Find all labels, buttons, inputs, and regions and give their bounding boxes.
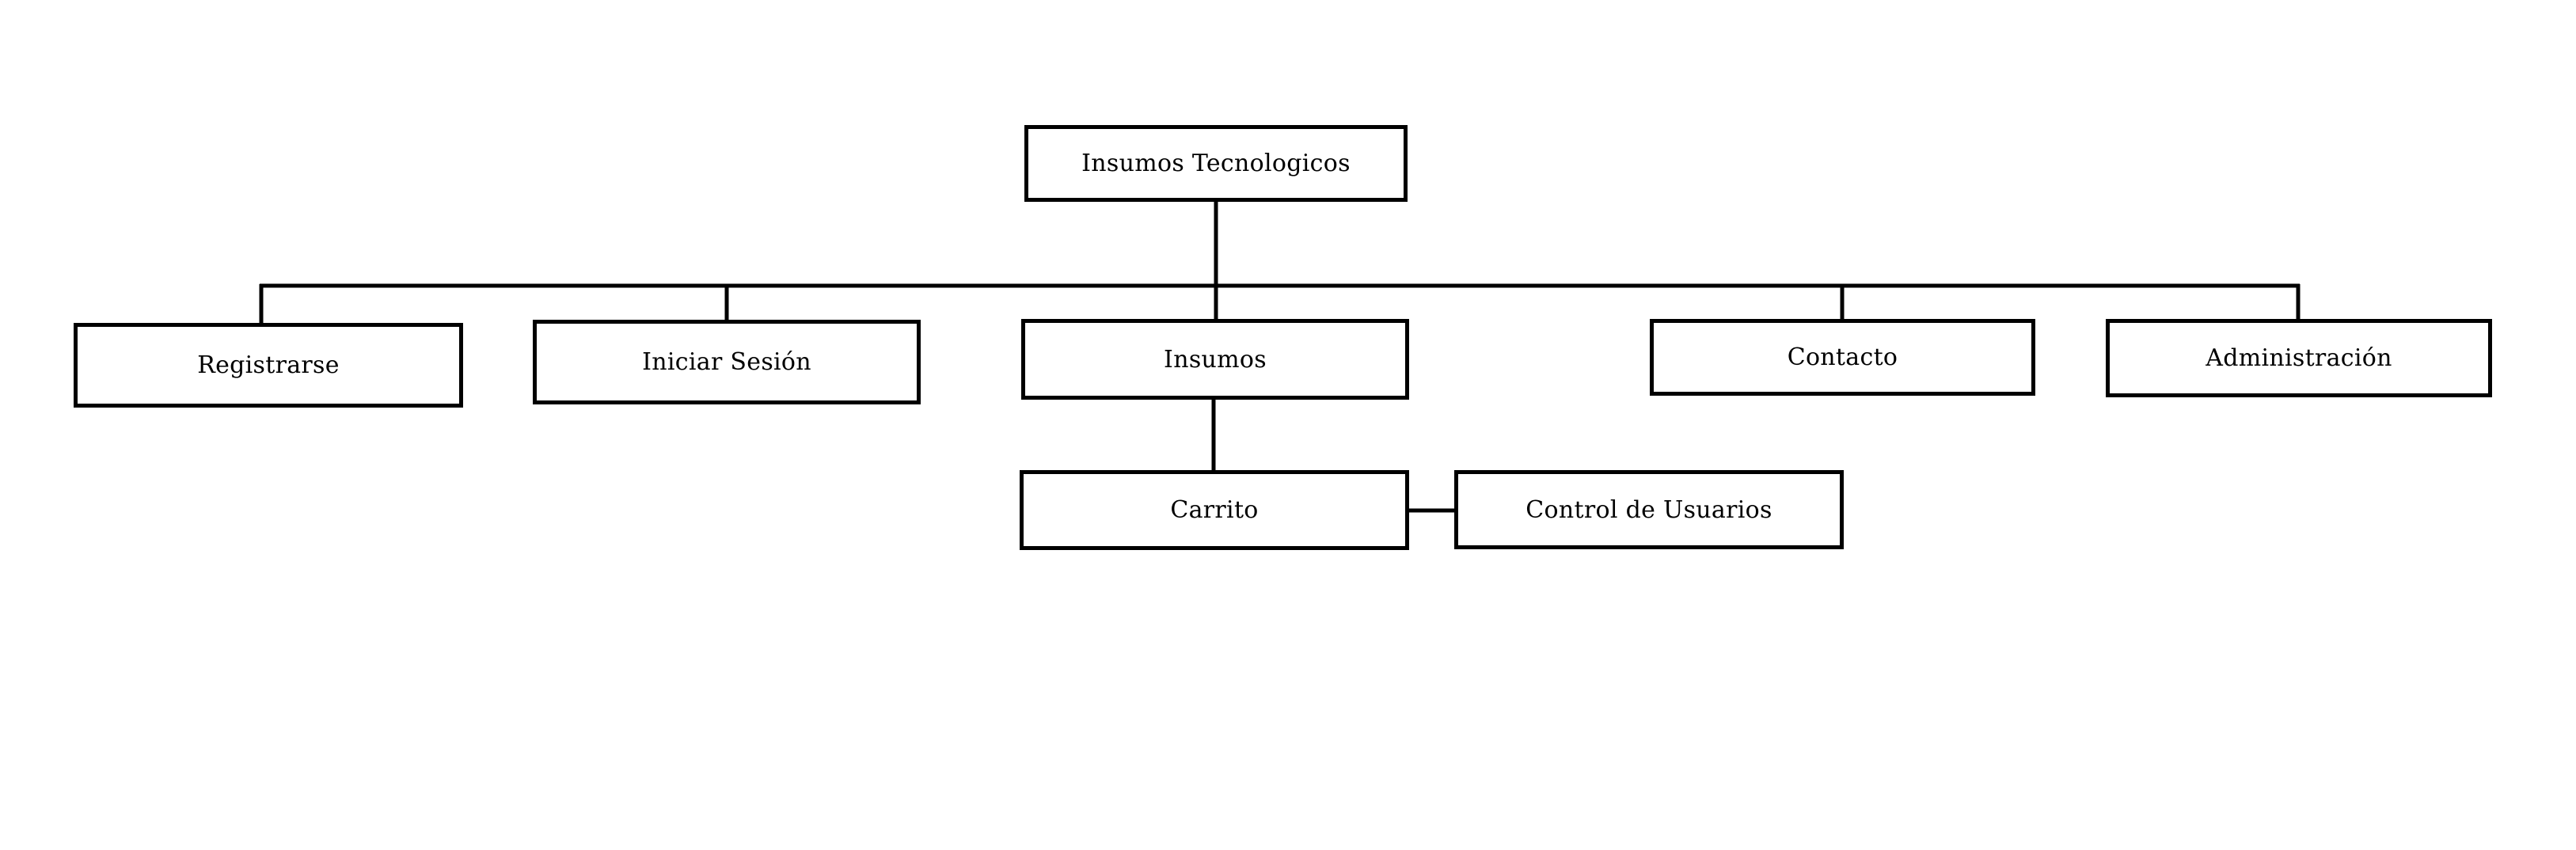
- node-label: Insumos Tecnologicos: [1081, 150, 1351, 177]
- node-label: Registrarse: [197, 351, 340, 379]
- node-label: Carrito: [1170, 496, 1259, 524]
- node-contacto: Contacto: [1650, 319, 2035, 396]
- node-administracion: Administración: [2106, 319, 2492, 397]
- node-iniciar-sesion: Iniciar Sesión: [533, 320, 921, 404]
- node-label: Control de Usuarios: [1525, 495, 1772, 524]
- node-label: Insumos: [1164, 345, 1267, 374]
- node-insumos: Insumos: [1021, 319, 1409, 400]
- node-label: Iniciar Sesión: [642, 348, 811, 376]
- node-registrarse: Registrarse: [74, 323, 463, 408]
- node-insumos-tecnologicos: Insumos Tecnologicos: [1024, 125, 1408, 202]
- node-label: Administración: [2206, 344, 2392, 372]
- node-carrito: Carrito: [1020, 470, 1409, 550]
- node-control-de-usuarios: Control de Usuarios: [1454, 470, 1844, 549]
- node-label: Contacto: [1787, 343, 1898, 371]
